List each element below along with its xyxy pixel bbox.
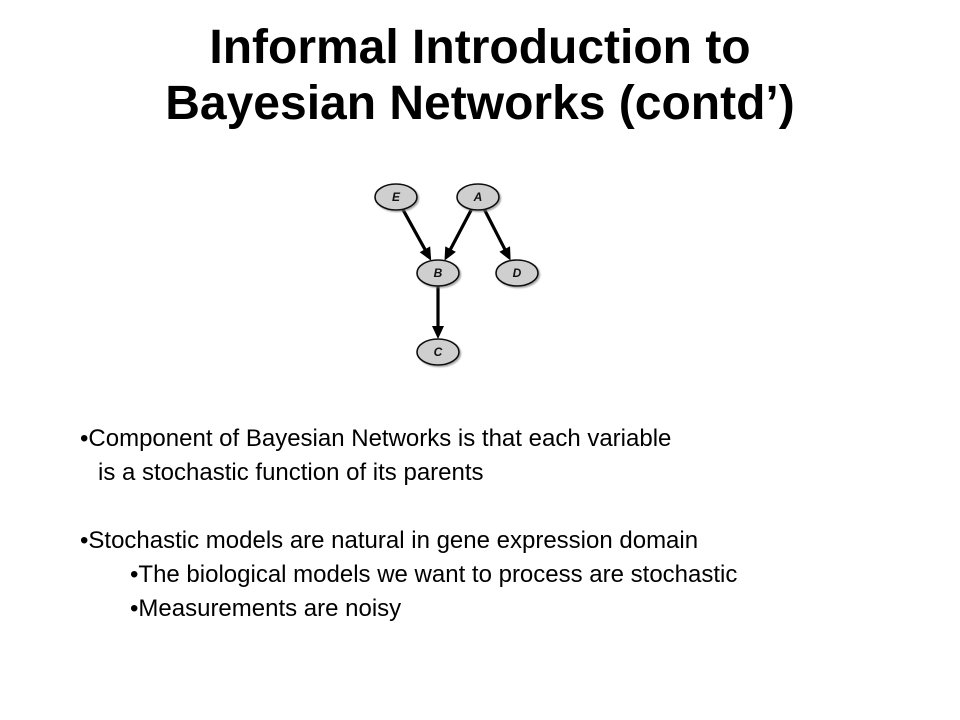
node-ellipse (456, 183, 500, 211)
arrowhead-icon (419, 246, 432, 261)
bullet-1-line-1: •Component of Bayesian Networks is that … (80, 425, 672, 452)
bullet-list: •Component of Bayesian Networks is that … (80, 422, 950, 626)
node-e: E (374, 183, 418, 211)
node-ellipse (495, 259, 539, 287)
slide-title: Informal Introduction to Bayesian Networ… (0, 20, 960, 132)
bayesian-network-diagram: E A B D C (374, 183, 539, 366)
node-a: A (456, 183, 500, 211)
bullet-1-line-2: is a stochastic function of its parents (98, 459, 484, 486)
bullet-spacer (80, 490, 950, 524)
edge-a-to-d (482, 208, 511, 261)
slide-title-line-2: Bayesian Networks (contd’) (165, 77, 795, 130)
bullet-2-sub-1: •The biological models we want to proces… (130, 561, 738, 588)
arrowhead-icon (432, 326, 444, 339)
node-label: D (513, 266, 522, 280)
edge-e-to-b (401, 208, 432, 261)
node-ellipse (416, 338, 460, 366)
edge-a-to-b (444, 208, 473, 261)
nodes-layer: E A B D C (374, 183, 539, 366)
arrowhead-icon (444, 246, 456, 261)
node-ellipse (374, 183, 418, 211)
node-label: E (392, 190, 401, 204)
node-d: D (495, 259, 539, 287)
edge-line (401, 208, 427, 251)
edges-layer (401, 208, 511, 339)
arrowhead-icon (499, 246, 511, 261)
node-label: C (434, 345, 443, 359)
edge-line (482, 208, 507, 251)
edge-b-to-c (432, 286, 444, 339)
node-b: B (416, 259, 460, 287)
node-ellipse (416, 259, 460, 287)
bullet-2-sub-2: •Measurements are noisy (130, 595, 402, 622)
bullet-2: •Stochastic models are natural in gene e… (80, 527, 699, 554)
node-label: A (473, 190, 483, 204)
edge-line (448, 208, 473, 251)
slide-title-line-1: Informal Introduction to (209, 21, 751, 74)
node-c: C (416, 338, 460, 366)
node-label: B (434, 266, 443, 280)
